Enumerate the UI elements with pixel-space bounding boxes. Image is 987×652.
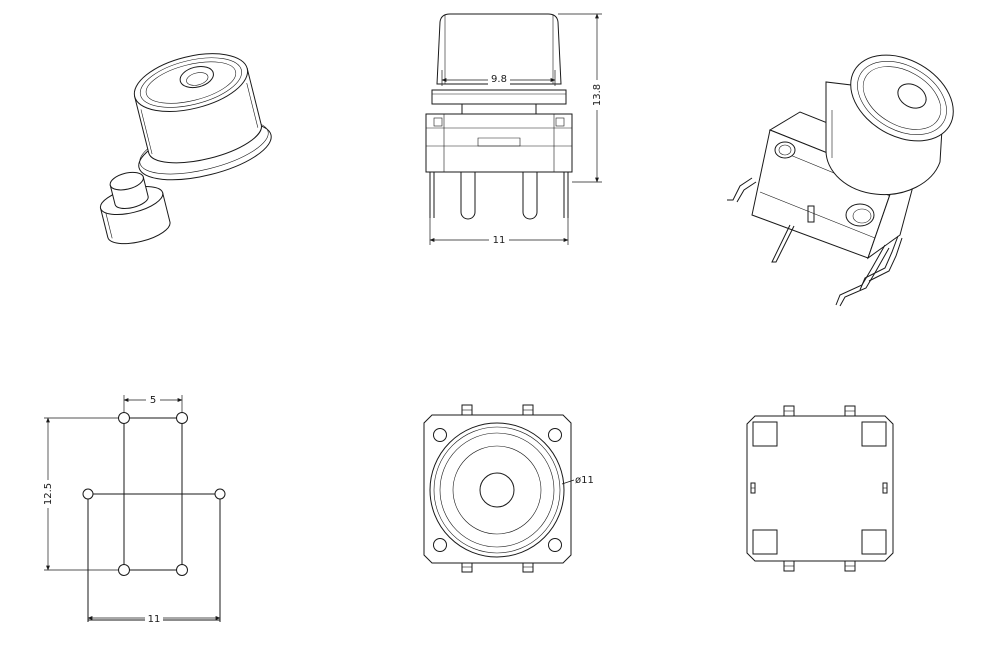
footprint-view: 5 12.5 11 [41, 393, 226, 625]
isometric-view-exploded [133, 53, 272, 181]
bottom-view [746, 405, 894, 572]
dim-height: 13.8 [592, 84, 603, 106]
pin-hole [176, 564, 188, 576]
pin-hole [82, 488, 94, 500]
dim-cap-diameter: ø11 [575, 475, 594, 486]
dim-pin-pitch-x: 5 [150, 395, 156, 406]
led-window [479, 472, 515, 508]
pin-hole [118, 412, 130, 424]
pin-hole [176, 412, 188, 424]
front-view: 9.8 13.8 11 [425, 13, 603, 246]
dim-cap-width: 9.8 [491, 74, 507, 85]
dim-pin-pitch-y: 12.5 [43, 483, 54, 505]
dim-body-width: 11 [493, 235, 506, 246]
plunger-part [99, 171, 171, 245]
top-view: ø11 [423, 404, 594, 573]
isometric-view-assembled [727, 54, 954, 307]
pin-hole [214, 488, 226, 500]
dim-outline-width: 11 [148, 614, 161, 625]
pin-hole [118, 564, 130, 576]
